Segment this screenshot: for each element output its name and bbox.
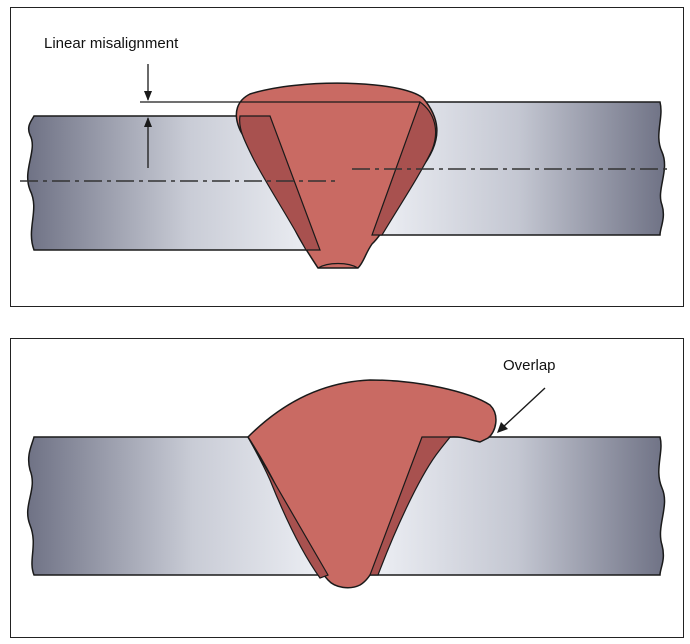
weld-bead-bottom (247, 379, 497, 589)
left-plate-top (26, 115, 322, 251)
left-plate-bottom (26, 436, 330, 576)
overlap-leader-arrow (497, 387, 546, 433)
weld-bead-top (235, 82, 438, 269)
overlap-label: Overlap (503, 357, 556, 374)
right-plate-bottom (368, 436, 666, 576)
misalignment-dimension (140, 64, 420, 168)
linear-misalignment-label: Linear misalignment (44, 35, 179, 52)
